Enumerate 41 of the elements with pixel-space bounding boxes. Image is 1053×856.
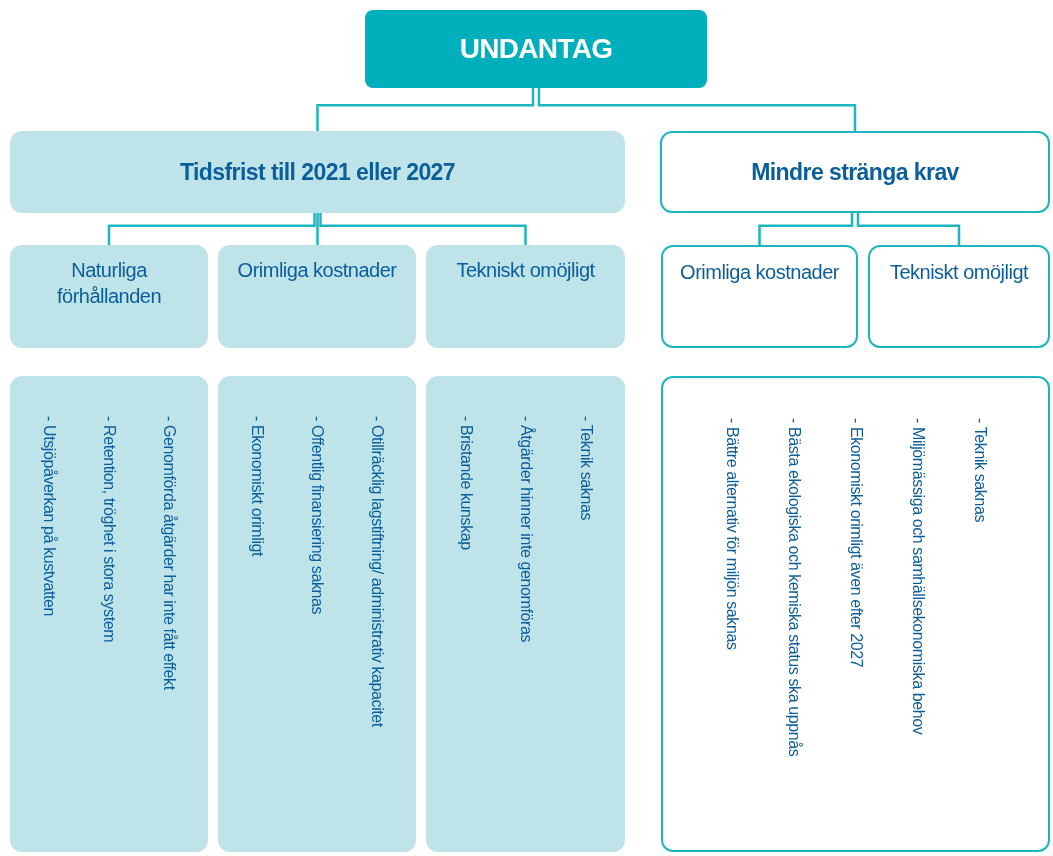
box-text: - Retention, tröghet i stora system xyxy=(100,416,119,643)
connector-line xyxy=(316,88,535,131)
box-text: Orimliga kostnader xyxy=(680,260,839,285)
list-box xyxy=(426,376,625,852)
box-text: Mindre stränga krav xyxy=(751,157,959,187)
box-text: - Offentlig finansiering saknas xyxy=(308,416,327,615)
reason-box xyxy=(10,245,208,348)
box-text: - Teknik saknas xyxy=(576,416,596,520)
box-text: Tidsfrist till 2021 eller 2027 xyxy=(179,157,456,187)
box-text: - Teknik saknas xyxy=(970,418,990,522)
list-box xyxy=(10,376,208,852)
reason-box xyxy=(426,245,625,348)
connector-line xyxy=(107,213,316,245)
box-text: - Bästa ekologiska och kemiska status ska uppnås xyxy=(784,418,804,757)
box-text: Naturliga förhållanden xyxy=(55,258,163,309)
connector-line xyxy=(537,88,857,131)
category-box xyxy=(10,131,625,213)
category-box xyxy=(660,131,1050,213)
list-box xyxy=(218,376,416,852)
reason-box xyxy=(661,245,858,348)
box-text: Tekniskt omöjligt xyxy=(456,258,595,283)
box-text: - Åtgärder hinner inte genomföras xyxy=(516,416,536,643)
root-box xyxy=(365,10,707,88)
box-text: - Genomförda åtgärder har inte fått effekt xyxy=(160,416,179,690)
box-text: - Bättre alternativ för miljön saknas xyxy=(722,418,742,650)
connector-line xyxy=(319,213,527,245)
box-text: - Ekonomiskt orimligt även efter 2027 xyxy=(846,418,866,668)
reason-box xyxy=(868,245,1050,348)
box-text: UNDANTAG xyxy=(459,32,613,66)
connector-line xyxy=(856,213,961,245)
box-text: - Otillräcklig lagstiftning/ administrativ kapacitet xyxy=(368,416,387,727)
connector-line xyxy=(758,213,854,245)
box-text: - Utsjöpåverkan på kustvatten xyxy=(40,416,59,617)
list-box xyxy=(661,376,1050,852)
box-text: Tekniskt omöjligt xyxy=(889,260,1029,285)
box-text: - Bristande kunskap xyxy=(456,416,476,550)
box-text: Orimliga kostnader xyxy=(237,258,397,283)
box-text: - Ekonomiskt orimligt xyxy=(248,416,267,557)
reason-box xyxy=(218,245,416,348)
box-text: - Miljömässiga och samhällsekonomiska behov xyxy=(908,418,928,735)
connector-line xyxy=(316,213,319,245)
